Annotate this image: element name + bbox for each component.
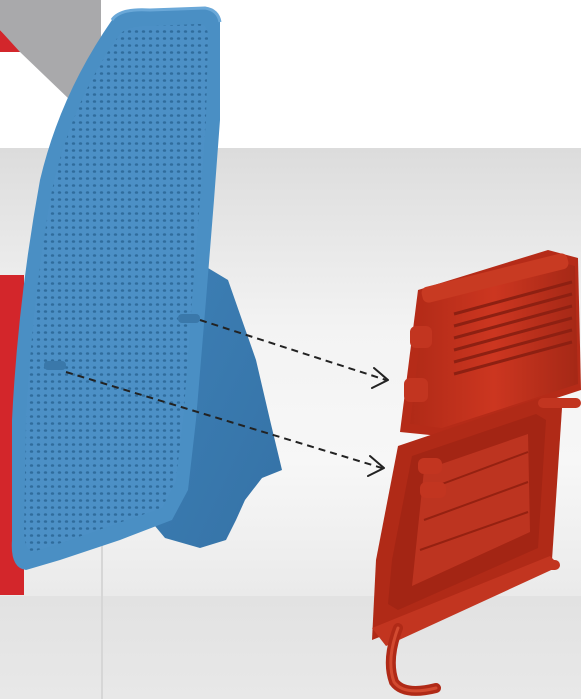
red-radiator-assembly: [372, 250, 581, 691]
mount-peg-upper: [178, 314, 200, 323]
mount-peg-lower: [44, 361, 66, 370]
